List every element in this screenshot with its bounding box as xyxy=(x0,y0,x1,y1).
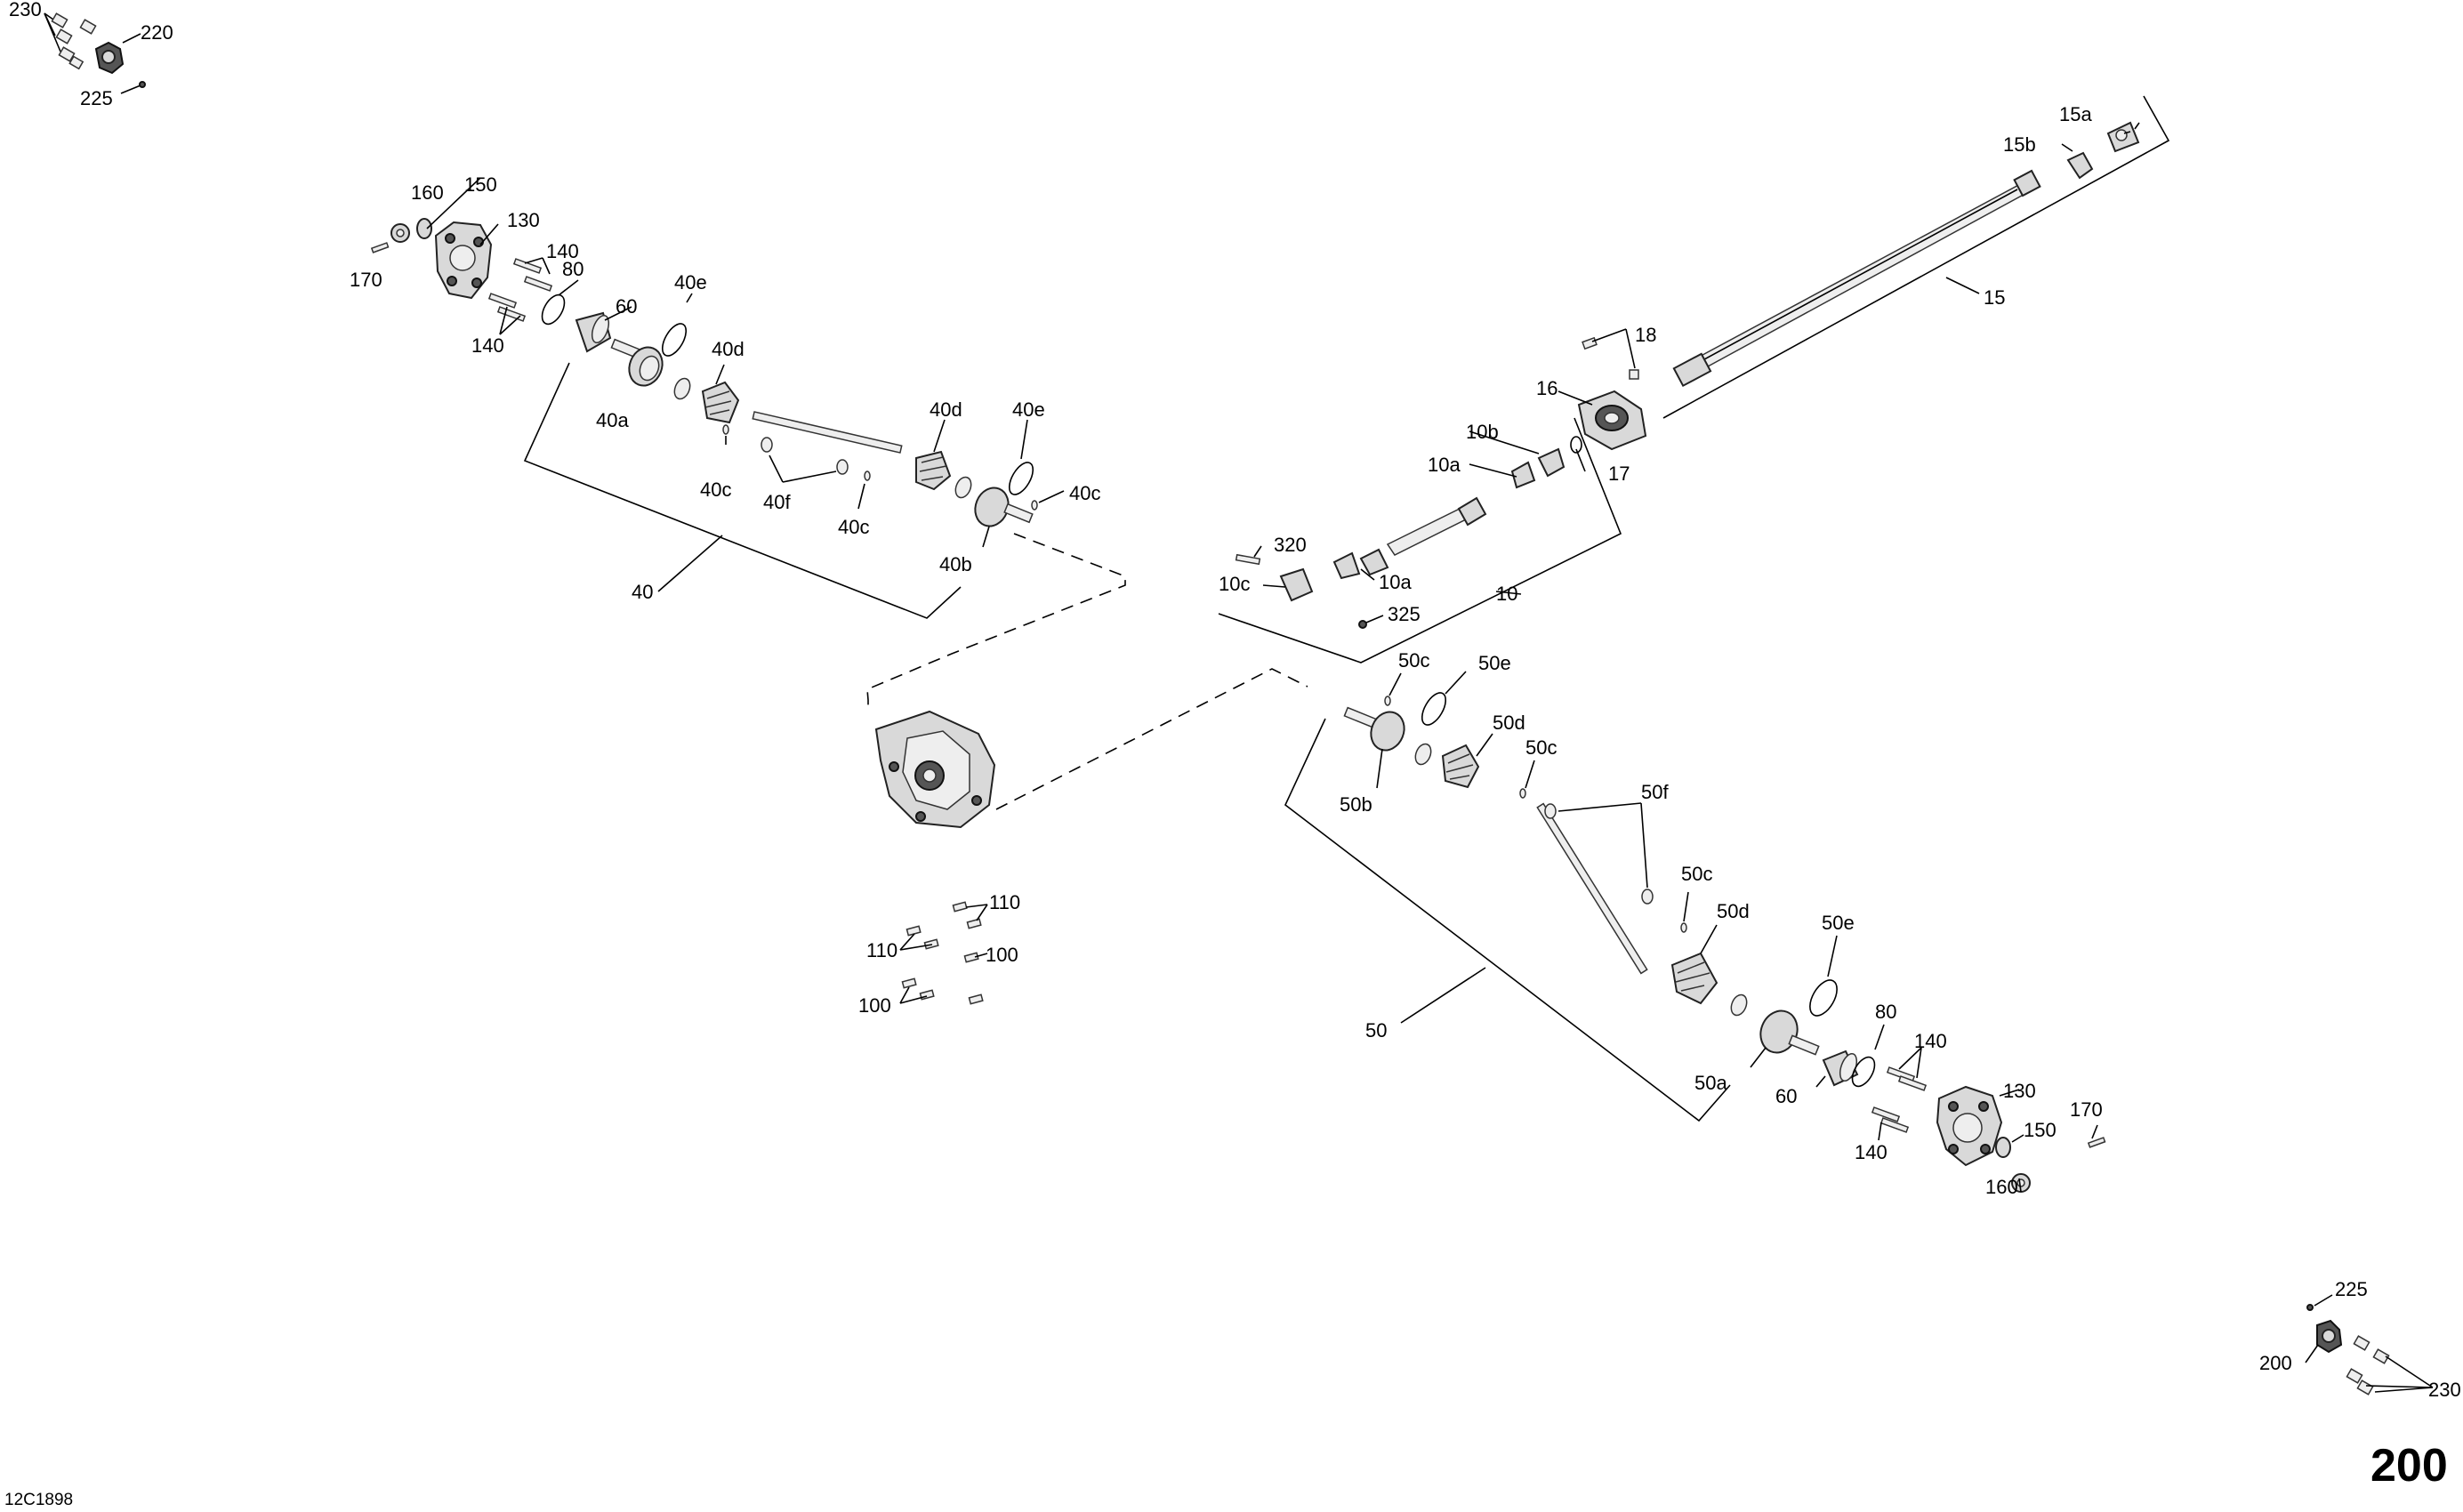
callout-40c: 40c xyxy=(1069,482,1100,504)
callout-140: 140 xyxy=(1855,1141,1887,1163)
callout-140: 140 xyxy=(1914,1030,1947,1052)
callout-80: 80 xyxy=(1875,1001,1896,1023)
callout-320: 320 xyxy=(1274,534,1307,556)
callout-160: 160 xyxy=(411,181,444,204)
callout-225: 225 xyxy=(2335,1278,2368,1300)
callout-50c: 50c xyxy=(1525,736,1557,759)
callout-225: 225 xyxy=(80,87,113,109)
callout-40c: 40c xyxy=(700,479,731,501)
reference-code: 12C1898 xyxy=(4,1491,73,1509)
callout-15a: 15a xyxy=(2059,103,2092,125)
wheel-hub-assembly-220 xyxy=(44,12,146,94)
callout-10a: 10a xyxy=(1428,454,1461,476)
callout-140: 140 xyxy=(546,240,579,262)
drive-shaft-40 xyxy=(523,293,1126,712)
callout-170: 170 xyxy=(350,269,382,291)
callout-10c: 10c xyxy=(1219,573,1250,595)
callout-60: 60 xyxy=(616,295,637,318)
callout-50c: 50c xyxy=(1398,649,1429,672)
callout-100: 100 xyxy=(858,994,891,1017)
callout-160: 160 xyxy=(1985,1176,2018,1198)
callout-40d: 40d xyxy=(712,338,745,360)
callout-40e: 40e xyxy=(674,271,707,294)
callout-18: 18 xyxy=(1635,324,1656,346)
center-bearing-16 xyxy=(1557,328,1647,472)
propeller-shaft-15 xyxy=(1662,95,2170,419)
callout-40: 40 xyxy=(632,581,653,603)
callout-40c: 40c xyxy=(838,516,869,538)
callout-labels: 230 220 225 160 150 130 140 170 80 60 14… xyxy=(9,0,2461,1401)
callout-60: 60 xyxy=(1775,1085,1797,1107)
callout-15b: 15b xyxy=(2003,133,2036,156)
callout-50d: 50d xyxy=(1717,900,1750,922)
differential-fasteners xyxy=(899,901,988,1005)
page-number: 200 xyxy=(2370,1440,2448,1492)
callout-200: 200 xyxy=(2259,1352,2292,1374)
drive-shaft-50 xyxy=(1284,671,1838,1122)
right-wheel-hub-130 xyxy=(1815,1024,2106,1193)
callout-220: 220 xyxy=(141,21,173,44)
callout-150: 150 xyxy=(464,173,497,196)
callout-17: 17 xyxy=(1608,462,1630,485)
callout-10a: 10a xyxy=(1379,571,1412,593)
callout-40f: 40f xyxy=(763,491,791,513)
callout-150: 150 xyxy=(2024,1119,2057,1141)
callout-50f: 50f xyxy=(1641,781,1669,803)
callout-230: 230 xyxy=(9,0,42,20)
callout-40b: 40b xyxy=(939,553,972,575)
callout-110: 110 xyxy=(866,939,897,961)
callout-100: 100 xyxy=(986,944,1018,966)
callout-110: 110 xyxy=(989,891,1020,913)
callout-130: 130 xyxy=(507,209,540,231)
callout-230: 230 xyxy=(2428,1379,2461,1401)
callout-16: 16 xyxy=(1536,377,1557,399)
front-differential xyxy=(874,668,1308,829)
callout-50a: 50a xyxy=(1694,1072,1727,1094)
callout-325: 325 xyxy=(1388,603,1421,625)
callout-15: 15 xyxy=(1984,286,2005,309)
callout-10b: 10b xyxy=(1466,421,1499,443)
callout-40a: 40a xyxy=(596,409,629,431)
callout-10: 10 xyxy=(1496,583,1517,605)
callout-40e: 40e xyxy=(1012,398,1045,421)
callout-140: 140 xyxy=(471,334,504,357)
callout-170: 170 xyxy=(2070,1098,2103,1121)
callout-130: 130 xyxy=(2003,1080,2036,1102)
callout-50: 50 xyxy=(1365,1019,1387,1042)
callout-50e: 50e xyxy=(1822,912,1855,934)
wheel-hub-assembly-200 xyxy=(2305,1294,2434,1395)
callout-50b: 50b xyxy=(1340,793,1372,816)
prop-shaft-10 xyxy=(1218,417,1622,664)
callout-50c: 50c xyxy=(1681,863,1712,885)
callout-40d: 40d xyxy=(930,398,962,421)
callout-80: 80 xyxy=(562,258,584,280)
left-wheel-hub-130 xyxy=(370,177,632,353)
callout-50e: 50e xyxy=(1478,652,1511,674)
callout-50d: 50d xyxy=(1493,712,1525,734)
